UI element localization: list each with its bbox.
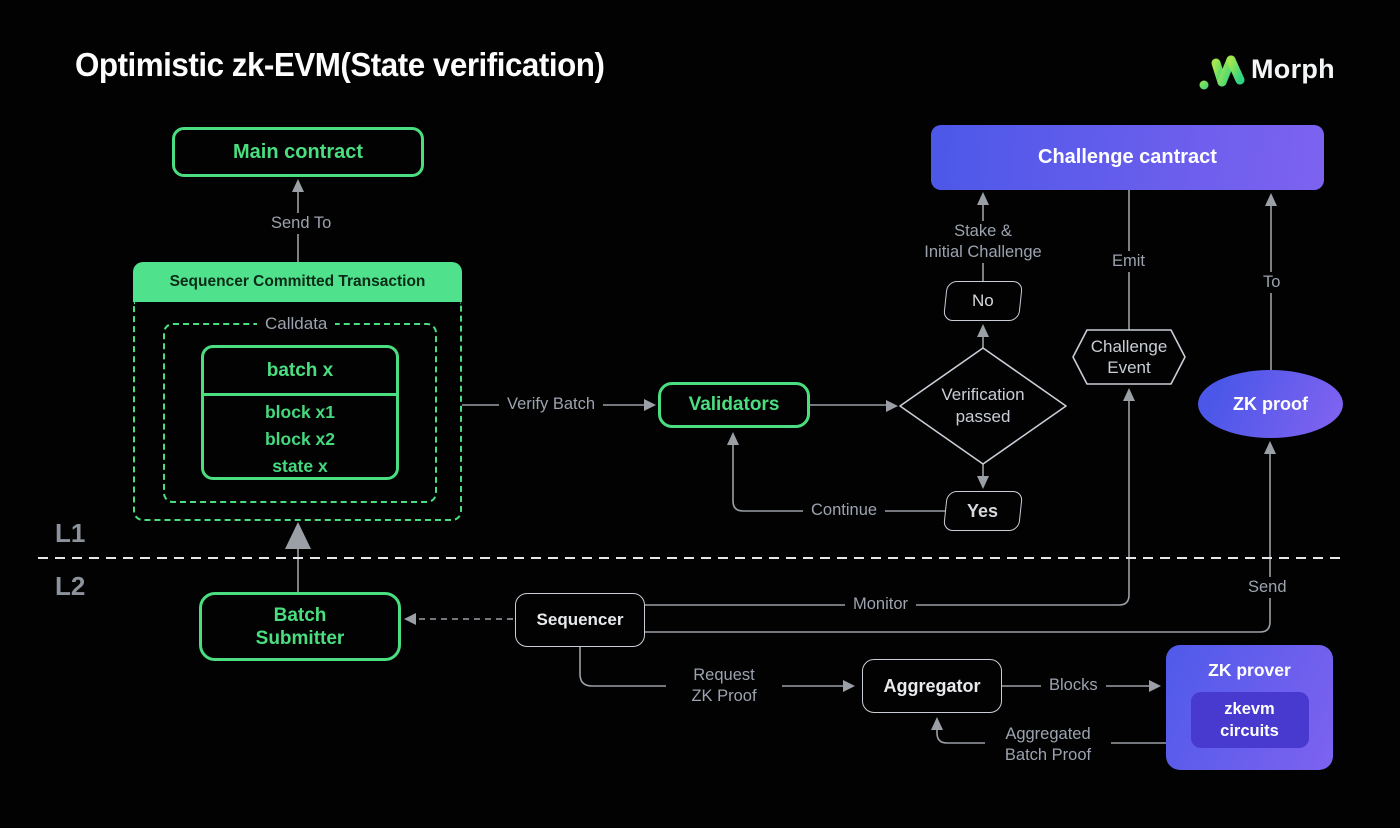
arrowhead-send-to <box>292 179 304 192</box>
arrowhead-into-yes <box>977 476 989 489</box>
sct-header-label: Sequencer Committed Transaction <box>169 273 426 290</box>
edge-continue-line <box>732 443 945 512</box>
arrowhead-batchsubmitter-up <box>285 522 311 549</box>
arrowhead-blocks <box>1149 680 1161 692</box>
no-node: No <box>942 281 1024 321</box>
arrowhead-aggregated <box>931 717 943 730</box>
zk-prover-node: ZK prover zkevm circuits <box>1166 645 1333 770</box>
edge-monitor-line <box>645 400 1130 606</box>
edge-request-line <box>579 647 845 687</box>
layer-label-l2: L2 <box>55 571 86 601</box>
zk-prover-label: ZK prover <box>1208 660 1291 680</box>
sequencer-node: Sequencer <box>515 593 645 647</box>
batch-row-block-x2: block x2 <box>264 429 336 449</box>
arrowhead-into-batchsubmitter <box>404 613 416 625</box>
batch-submitter-label: Batch Submitter <box>255 604 345 649</box>
edge-send-line <box>645 453 1271 633</box>
zkevm-circuits-node: zkevm circuits <box>1190 692 1309 748</box>
main-contract-node: Main contract <box>172 127 424 177</box>
arrowhead-to-challenge <box>1265 193 1277 206</box>
batch-row-block-x1: block x1 <box>264 402 336 422</box>
sequencer-committed-transaction-body <box>133 302 462 521</box>
edge-label-to: To <box>1255 272 1289 293</box>
zkevm-circuits-label: zkevm circuits <box>1220 700 1279 740</box>
batch-header-label: batch x <box>266 359 334 381</box>
arrowhead-stake-challenge <box>977 192 989 205</box>
edge-label-emit: Emit <box>1104 251 1153 272</box>
morph-logo-icon <box>1199 55 1245 90</box>
arrowhead-into-no <box>977 324 989 337</box>
page-title: Optimistic zk-EVM(State verification) <box>75 46 605 83</box>
challenge-event-hexagon <box>1072 329 1186 385</box>
aggregator-label: Aggregator <box>883 675 981 696</box>
zk-proof-node: ZK proof <box>1198 370 1343 438</box>
edge-label-verify-batch: Verify Batch <box>499 394 604 415</box>
challenge-event-label: Challenge Event <box>1090 337 1168 377</box>
arrowhead-send-zkproof <box>1264 441 1276 454</box>
aggregator-node: Aggregator <box>862 659 1002 713</box>
edge-label-monitor: Monitor <box>845 594 917 615</box>
yes-label: Yes <box>967 500 999 521</box>
main-contract-label: Main contract <box>232 140 364 163</box>
sequencer-committed-transaction-header: Sequencer Committed Transaction <box>133 262 462 302</box>
edge-label-stake-initial-challenge: Stake & Initial Challenge <box>901 221 1065 263</box>
validators-node: Validators <box>658 382 810 428</box>
batch-submitter-node: Batch Submitter <box>199 592 401 661</box>
arrowheads <box>285 179 1277 730</box>
calldata-label: Calldata <box>257 313 336 335</box>
arrowhead-continue <box>727 432 739 445</box>
challenge-contract-node: Challenge cantract <box>931 125 1324 190</box>
batch-rows: block x1 block x2 state x <box>204 396 396 480</box>
arrowhead-monitor <box>1123 388 1135 401</box>
edge-label-continue: Continue <box>803 500 886 521</box>
edge-label-send-to: Send To <box>263 213 340 234</box>
validators-label: Validators <box>688 394 780 415</box>
arrowhead-verify-batch <box>644 399 656 411</box>
verification-passed-diamond <box>899 347 1067 465</box>
edge-label-send: Send <box>1240 577 1295 598</box>
brand-name: Morph <box>1251 54 1335 84</box>
batch-node: batch x block x1 block x2 state x <box>201 345 399 480</box>
batch-row-state-x: state x <box>272 456 328 476</box>
zk-proof-label: ZK proof <box>1233 393 1308 414</box>
yes-node: Yes <box>942 491 1024 531</box>
challenge-contract-label: Challenge cantract <box>1038 146 1217 168</box>
arrowhead-into-diamond <box>886 400 898 412</box>
edge-label-aggregated-batch-proof: Aggregated Batch Proof <box>985 724 1111 766</box>
edge-label-blocks: Blocks <box>1041 675 1106 696</box>
arrowhead-request <box>843 680 855 692</box>
no-label: No <box>972 291 994 310</box>
edge-label-request-zk-proof: Request ZK Proof <box>666 665 782 707</box>
batch-header: batch x <box>204 348 396 396</box>
verification-passed-label: Verification passed <box>941 385 1025 426</box>
edge-aggregated-line <box>936 729 1166 744</box>
sequencer-label: Sequencer <box>536 610 624 629</box>
layer-label-l1: L1 <box>55 518 86 548</box>
